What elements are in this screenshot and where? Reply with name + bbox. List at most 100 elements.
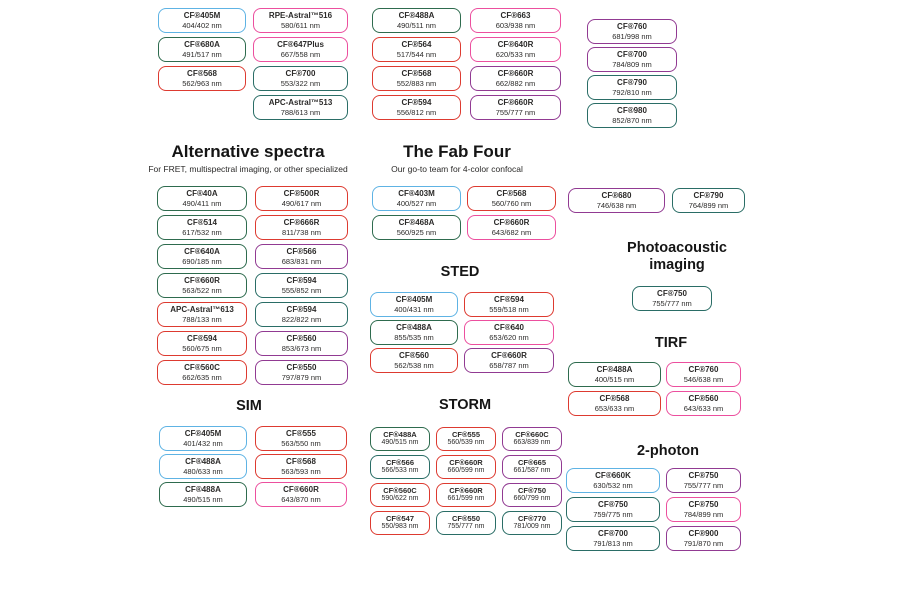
dye-wavelengths: 791/870 nm (683, 538, 724, 548)
dye-name: CF®660R (184, 275, 220, 285)
dye-name: CF®700 (285, 68, 316, 78)
dye-name: CF®594 (494, 294, 524, 304)
dye-wavelengths: 797/879 nm (281, 372, 322, 382)
dye-name: CF®547 (385, 513, 415, 523)
dye-name: CF®568 (187, 68, 217, 78)
dye-wavelengths: 400/515 nm (594, 374, 635, 384)
dye-name: CF®488A (398, 10, 435, 20)
section-title-tirf: TIRF (655, 335, 687, 351)
dye-name: CF®594 (286, 304, 317, 314)
dye-wavelengths: 663/839 nm (513, 439, 551, 447)
dye-name: CF®770 (517, 513, 547, 523)
dye-wavelengths: 560/925 nm (396, 227, 437, 237)
dye-wavelengths: 643/633 nm (683, 403, 724, 413)
dye-wavelengths: 653/620 nm (489, 332, 529, 342)
dye-wavelengths: 400/527 nm (396, 198, 437, 208)
dye-wavelengths: 480/633 nm (183, 466, 223, 476)
dye-wavelengths: 746/638 nm (596, 200, 637, 210)
dye-wavelengths: 643/870 nm (281, 494, 321, 504)
dye-wavelengths: 560/539 nm (447, 439, 485, 447)
dye-name: CF®594 (401, 97, 432, 107)
dye-wavelengths: 755/777 nm (495, 107, 536, 117)
dye-name: APC-Astral™513 (268, 97, 333, 107)
dye-name: CF®40A (186, 188, 218, 198)
dye-name: CF®555 (286, 428, 316, 438)
dye-wavelengths: 552/883 nm (396, 78, 437, 88)
dye-name: CF®760 (688, 364, 719, 374)
dye-name: CF®488A (185, 484, 221, 494)
dye-name: CF®566 (385, 457, 415, 467)
section-title: STED (440, 264, 480, 280)
dye-wavelengths: 811/738 nm (281, 227, 322, 237)
dye-wavelengths: 759/775 nm (593, 509, 633, 519)
section-title: Photoacoustic imaging (627, 240, 727, 273)
dye-name: CF®680 (601, 190, 632, 200)
dye-name: CF®488A (383, 429, 417, 439)
dye-wavelengths: 784/899 nm (683, 509, 724, 519)
dye-name: CF®640R (497, 39, 534, 49)
section-title: 2-photon (636, 443, 700, 459)
dye-wavelengths: 559/518 nm (489, 304, 529, 314)
dye-wavelengths: 562/963 nm (182, 78, 222, 88)
dye-wavelengths: 563/593 nm (281, 466, 321, 476)
dye-wavelengths: 683/831 nm (281, 256, 322, 266)
dye-wavelengths: 490/515 nm (381, 439, 419, 447)
dye-wavelengths: 556/812 nm (396, 107, 437, 117)
dye-wavelengths: 491/517 nm (182, 49, 222, 59)
dye-wavelengths: 404/402 nm (182, 20, 222, 30)
section-title: SIM (236, 398, 262, 414)
dye-name: CF®647Plus (277, 39, 324, 49)
dye-wavelengths: 643/682 nm (491, 227, 532, 237)
dye-name: CF®660R (497, 68, 534, 78)
dye-name: CF®666R (283, 217, 320, 227)
dye-name: CF®980 (617, 105, 647, 115)
dye-name: CF®750 (517, 485, 547, 495)
dye-wavelengths: 784/809 nm (612, 59, 652, 69)
dye-name: CF®660R (497, 97, 534, 107)
dye-name: CF®665 (517, 457, 547, 467)
dye-wavelengths: 553/322 nm (280, 78, 321, 88)
dye-name: CF®560C (184, 362, 220, 372)
dye-wavelengths: 755/777 nm (447, 523, 485, 531)
dye-wavelengths: 662/882 nm (495, 78, 536, 88)
dye-wavelengths: 781/009 nm (513, 523, 551, 531)
dye-name: CF®700 (617, 49, 647, 59)
dye-name: CF®488A (185, 456, 221, 466)
dye-name: CF®660C (515, 429, 549, 439)
